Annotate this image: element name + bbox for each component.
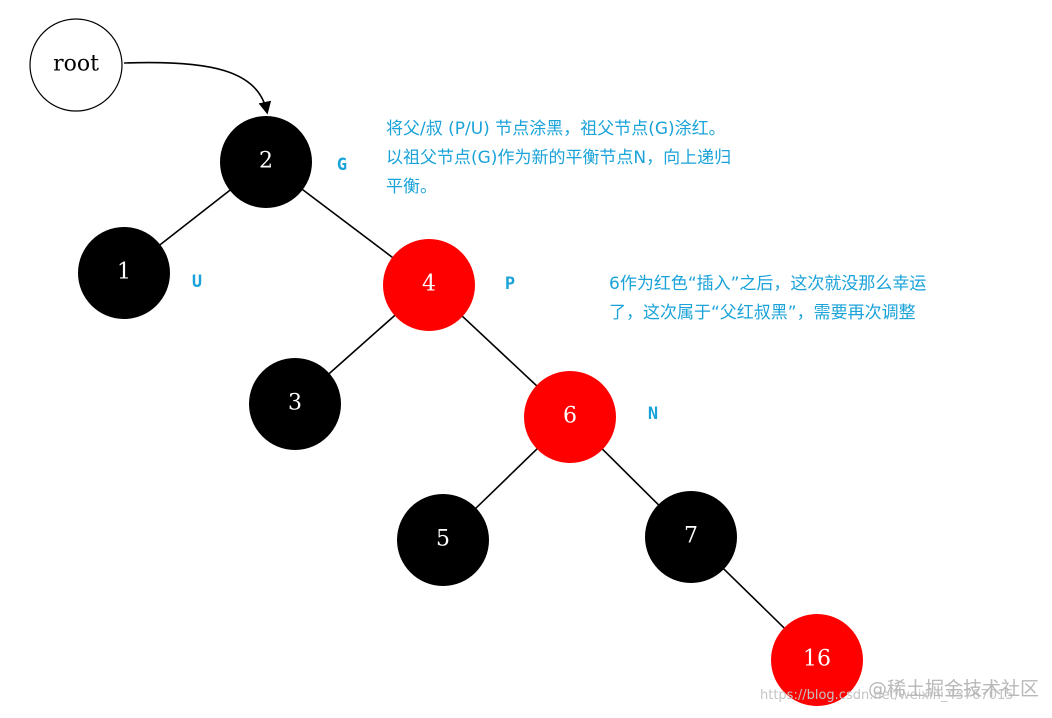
tree-node-7: 7 [645, 491, 737, 583]
tree-nodes: 2 1 4 3 6 5 7 16 [78, 116, 863, 706]
tree-node-value: 6 [563, 404, 577, 429]
role-label-grandparent: G [337, 155, 347, 175]
tree-node-circle-black [645, 491, 737, 583]
recolor-step-note: 将父/叔 (P/U) 节点涂黑，祖父节点(G)涂红。 以祖父节点(G)作为新的平… [386, 115, 826, 202]
tree-node-value: 5 [436, 527, 450, 552]
tree-node-circle-black [397, 494, 489, 586]
tree-edge-n7-n16 [721, 567, 787, 630]
root-pointer-arrow [123, 61, 272, 115]
tree-node-2: 2 [220, 116, 312, 208]
watermark-url: https://blog.csdn.net/weixin_43767015 [760, 688, 1014, 703]
root-circle [29, 18, 123, 112]
tree-node-value: 2 [259, 149, 273, 174]
tree-edge-n4-n3 [327, 313, 397, 376]
tree-node-value: 7 [684, 524, 698, 549]
tree-node-1: 1 [78, 227, 170, 319]
tree-node-circle-black [220, 116, 312, 208]
tree-node-value: 16 [803, 647, 831, 672]
tree-edge-n2-n1 [158, 188, 232, 247]
tree-node-circle-black [78, 227, 170, 319]
role-label-node: N [648, 404, 658, 424]
tree-node-value: 3 [288, 391, 302, 416]
tree-node-circle-red [771, 614, 863, 706]
tree-node-circle-red [524, 371, 616, 463]
insert-case-note-line: 6作为红色“插入”之后，这次就没那么幸运 [609, 274, 927, 294]
recolor-step-note-line: 平衡。 [386, 177, 437, 197]
root-label: root [53, 52, 99, 77]
tree-node-6: 6 [524, 371, 616, 463]
tree-node-circle-black [249, 358, 341, 450]
recolor-step-note-line: 将父/叔 (P/U) 节点涂黑，祖父节点(G)涂红。 [386, 119, 726, 139]
tree-edge-n4-n6 [460, 314, 539, 388]
tree-edge-n2-n4 [300, 187, 395, 260]
tree-node-4: 4 [383, 239, 475, 331]
tree-node-5: 5 [397, 494, 489, 586]
tree-edge-n6-n5 [474, 447, 539, 510]
watermark-brand: @稀土掘金技术社区 [868, 678, 1040, 700]
tree-node-3: 3 [249, 358, 341, 450]
tree-node-circle-red [383, 239, 475, 331]
tree-node-value: 4 [422, 272, 436, 297]
insert-case-note-line: 了，这次属于“父红叔黑”，需要再次调整 [609, 303, 916, 323]
tree-node-16: 16 [771, 614, 863, 706]
insert-case-note: 6作为红色“插入”之后，这次就没那么幸运 了，这次属于“父红叔黑”，需要再次调整 [609, 270, 1039, 328]
tree-edges [158, 187, 787, 630]
role-label-parent: P [505, 274, 515, 294]
role-label-uncle: U [192, 272, 202, 292]
tree-node-value: 1 [117, 260, 131, 285]
recolor-step-note-line: 以祖父节点(G)作为新的平衡节点N，向上递归 [386, 148, 732, 168]
tree-edge-n6-n7 [600, 447, 661, 507]
